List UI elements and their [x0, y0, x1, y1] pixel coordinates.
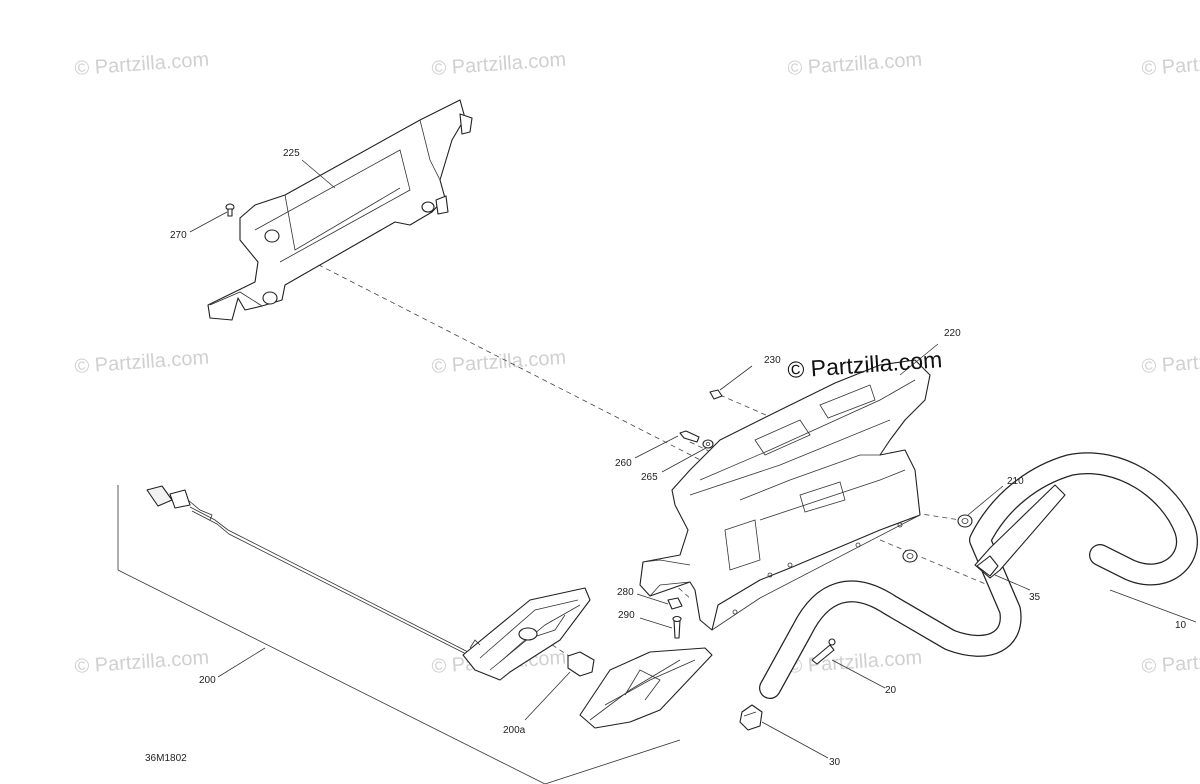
part-210-grommet	[902, 514, 973, 563]
watermark-text: © Partzilla.com	[787, 49, 923, 80]
callout-270: 270	[170, 230, 187, 241]
group-200-outline	[117, 485, 681, 784]
watermark-text: © Partzilla.com	[74, 347, 210, 378]
part-30-clip	[739, 704, 763, 731]
part-20-rivet	[811, 638, 836, 665]
watermark-text: © Partzilla.com	[1141, 49, 1200, 80]
callout-225: 225	[283, 148, 300, 159]
callout-labels: 225 270 230 220 260 265 210 35 10 280 29…	[170, 148, 1187, 768]
callout-200: 200	[199, 675, 216, 686]
callout-260: 260	[615, 458, 632, 469]
watermark-text: © Partzilla.com	[1141, 647, 1200, 678]
callout-220: 220	[944, 328, 961, 339]
part-280-nut	[667, 597, 683, 610]
callout-210: 210	[1007, 476, 1024, 487]
watermark-text: © Partzilla.com	[787, 647, 923, 678]
part-230-nut	[709, 389, 723, 400]
part-lens	[579, 647, 713, 729]
part-290-screw	[672, 615, 682, 639]
watermark-text: © Partzilla.com	[431, 347, 567, 378]
part-200a-bulb	[567, 651, 595, 677]
watermark-text: © Partzilla.com	[74, 49, 210, 80]
part-220-housing	[639, 359, 931, 631]
callout-35: 35	[1029, 592, 1041, 603]
part-270-bolt	[225, 203, 235, 217]
part-200-light-housing	[462, 587, 591, 681]
watermarks: © Partzilla.com © Partzilla.com © Partzi…	[74, 49, 1200, 678]
part-225-bracket	[207, 99, 473, 321]
part-265-washer	[702, 439, 714, 449]
watermark-text: © Partzilla.com	[431, 49, 567, 80]
callout-10: 10	[1175, 620, 1187, 631]
callout-20: 20	[885, 685, 897, 696]
callout-200a: 200a	[503, 725, 526, 736]
part-10-handle	[759, 452, 1198, 699]
watermark-text: © Partzilla.com	[1141, 347, 1200, 378]
callout-230: 230	[764, 355, 781, 366]
leader-lines	[189, 159, 1197, 759]
part-35-strap	[976, 555, 999, 577]
callout-280: 280	[617, 587, 634, 598]
diagram-code: 36M1802	[145, 753, 187, 764]
callout-30: 30	[829, 757, 841, 768]
part-200-harness	[146, 485, 473, 658]
part-260-bolt	[679, 430, 700, 443]
callout-265: 265	[641, 472, 658, 483]
watermark-text: © Partzilla.com	[74, 647, 210, 678]
callout-290: 290	[618, 610, 635, 621]
